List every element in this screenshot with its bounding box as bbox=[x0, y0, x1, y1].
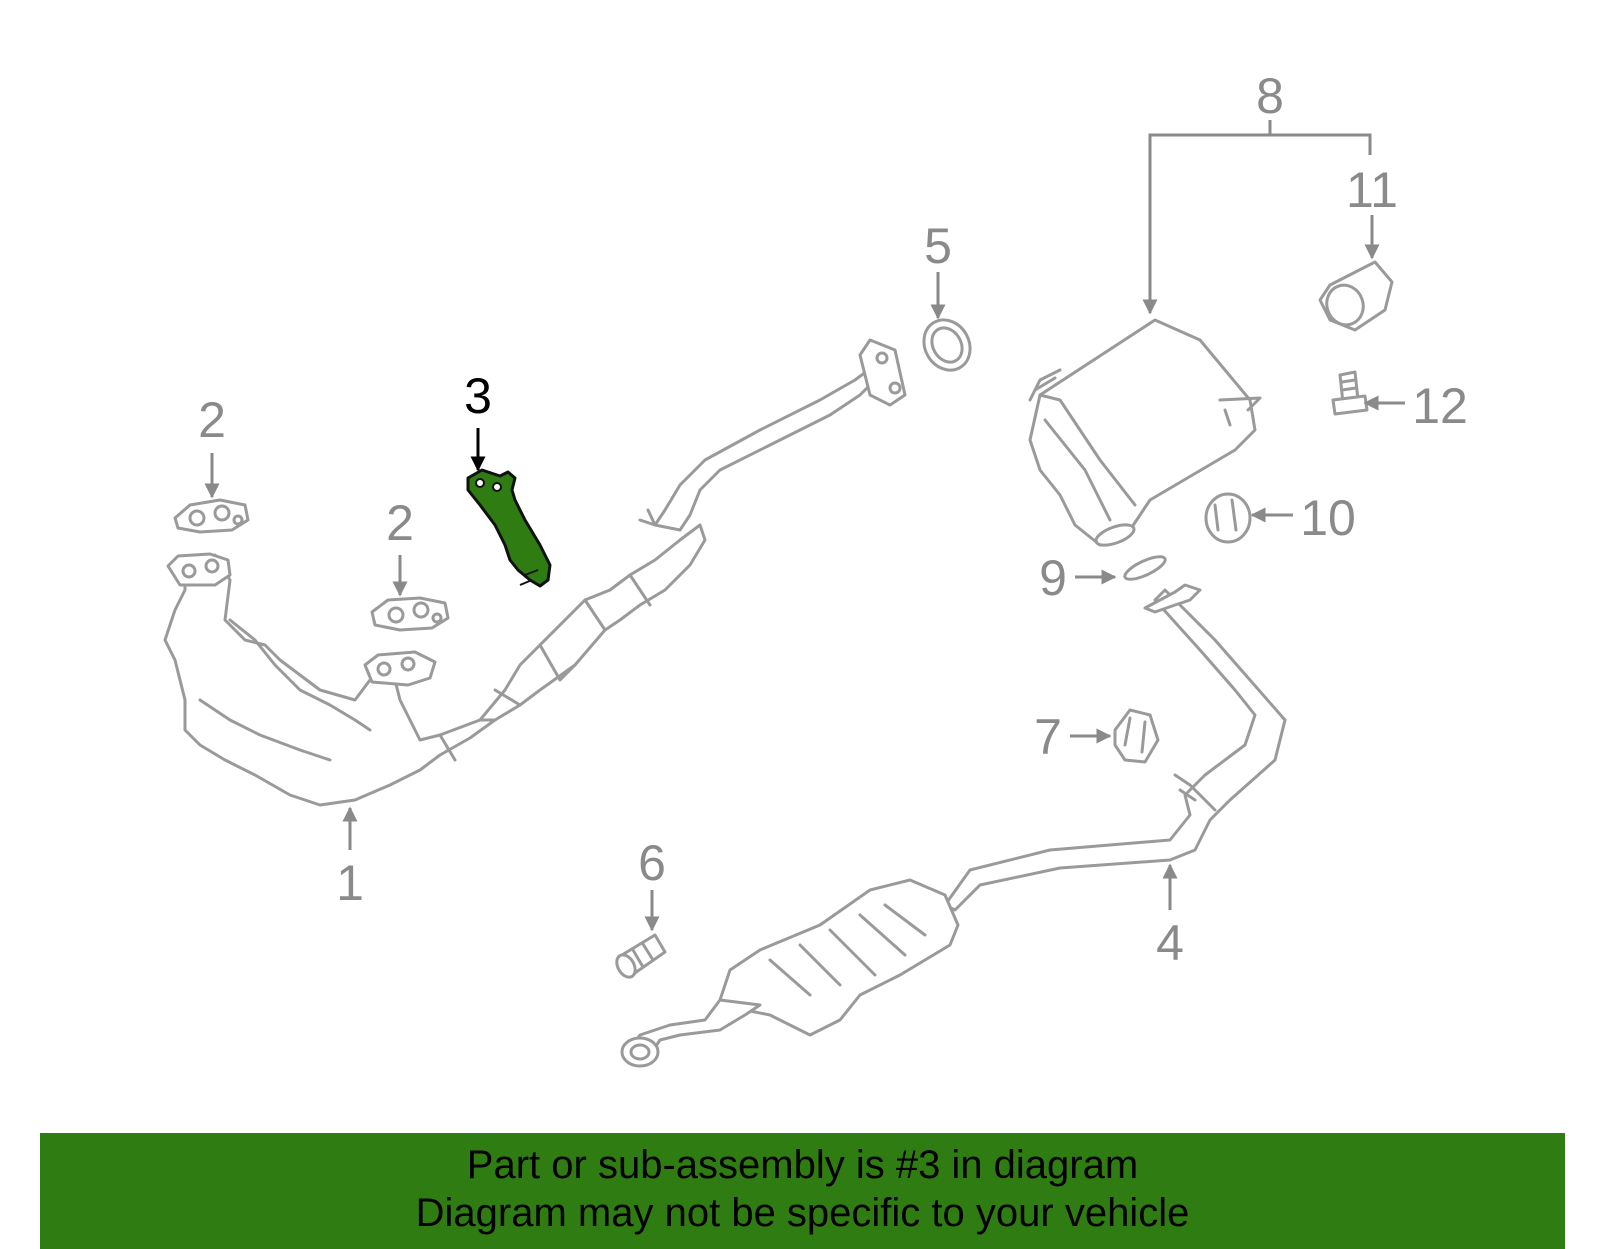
svg-text:6: 6 bbox=[638, 835, 666, 891]
svg-text:8: 8 bbox=[1256, 68, 1284, 124]
info-banner: Part or sub-assembly is #3 in diagram Di… bbox=[40, 1133, 1565, 1249]
callout-3-highlighted: 3 bbox=[464, 368, 492, 472]
callout-10: 10 bbox=[1250, 490, 1356, 546]
part-6-rubber-plug[interactable] bbox=[613, 933, 667, 980]
callout-4: 4 bbox=[1156, 863, 1184, 971]
part-7-rubber-hanger[interactable] bbox=[1113, 708, 1160, 764]
part-1-front-exhaust-pipe[interactable] bbox=[163, 338, 907, 807]
callout-1: 1 bbox=[336, 806, 364, 911]
svg-text:4: 4 bbox=[1156, 915, 1184, 971]
svg-text:12: 12 bbox=[1412, 378, 1468, 434]
part-2-gasket-left[interactable] bbox=[173, 498, 250, 534]
callout-11: 11 bbox=[1346, 162, 1398, 260]
part-11-tail-pipe-tip[interactable] bbox=[1318, 260, 1394, 332]
callout-2-left: 2 bbox=[198, 392, 226, 499]
exhaust-parts-diagram: 1 2 2 3 4 5 6 7 8 9 10 11 bbox=[163, 68, 1468, 1068]
callout-8-bracket: 8 bbox=[1142, 68, 1372, 315]
part-12-bolt[interactable] bbox=[1331, 370, 1369, 416]
svg-text:9: 9 bbox=[1039, 550, 1067, 606]
callout-5: 5 bbox=[924, 218, 952, 320]
callout-9: 9 bbox=[1039, 550, 1117, 606]
svg-text:2: 2 bbox=[198, 392, 226, 448]
svg-text:2: 2 bbox=[386, 495, 414, 551]
part-4-center-muffler-pipe[interactable] bbox=[620, 583, 1287, 1068]
svg-text:10: 10 bbox=[1300, 490, 1356, 546]
part-9-gasket-ring[interactable] bbox=[1122, 552, 1168, 583]
part-8-rear-muffler[interactable] bbox=[1028, 318, 1262, 549]
callout-2-right: 2 bbox=[386, 495, 414, 597]
svg-text:5: 5 bbox=[924, 218, 952, 274]
banner-line-disclaimer: Diagram may not be specific to your vehi… bbox=[415, 1191, 1190, 1235]
banner-line-part-number: Part or sub-assembly is #3 in diagram bbox=[466, 1143, 1139, 1187]
svg-text:7: 7 bbox=[1034, 709, 1062, 765]
callout-12: 12 bbox=[1363, 378, 1468, 434]
part-5-seal-ring[interactable] bbox=[915, 311, 979, 378]
callout-6: 6 bbox=[638, 835, 666, 932]
callout-7: 7 bbox=[1034, 709, 1112, 765]
svg-text:1: 1 bbox=[336, 855, 364, 911]
svg-text:11: 11 bbox=[1346, 162, 1398, 218]
part-3-exhaust-bracket-highlighted[interactable] bbox=[466, 468, 552, 588]
part-10-rubber-hanger[interactable] bbox=[1204, 492, 1252, 544]
svg-text:3: 3 bbox=[464, 368, 492, 424]
part-2-gasket-right[interactable] bbox=[370, 596, 450, 632]
